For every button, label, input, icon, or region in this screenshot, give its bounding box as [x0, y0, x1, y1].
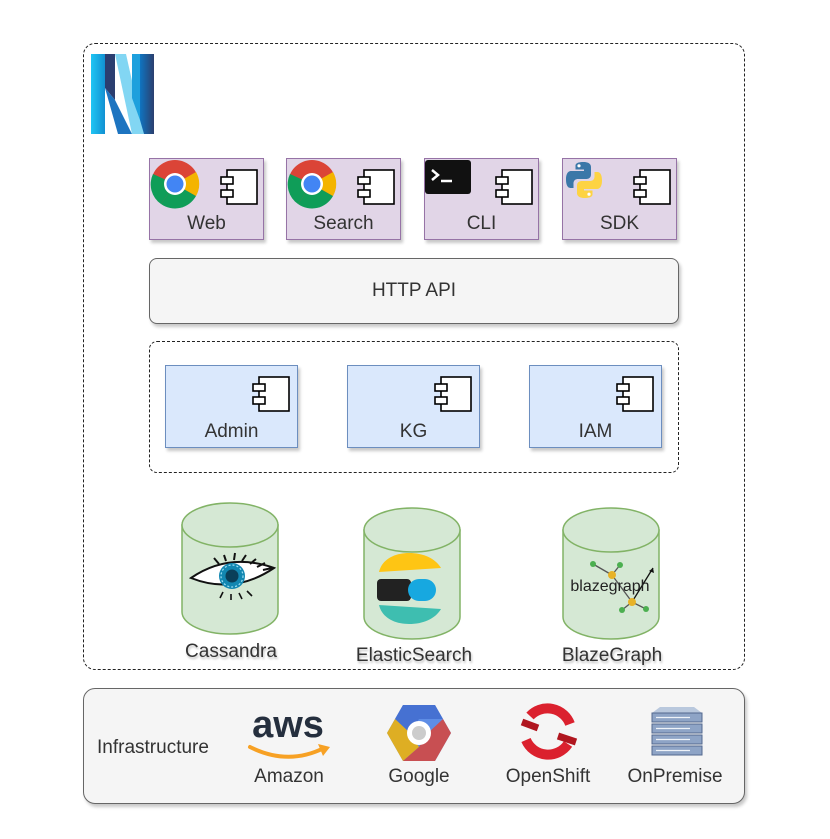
component-icon: [495, 169, 533, 205]
infrastructure-title: Infrastructure: [97, 737, 209, 758]
service-label: KG: [399, 421, 428, 442]
terminal-icon: [425, 160, 471, 194]
http-api-label: HTTP API: [371, 280, 457, 301]
system-boundary: [83, 43, 745, 670]
google-cloud-icon: [387, 705, 451, 761]
component-icon: [633, 169, 671, 205]
blazegraph-wordmark: blazegraph: [570, 578, 649, 595]
service-iam: IAM: [529, 365, 662, 448]
services-boundary: [149, 341, 679, 473]
client-label: SDK: [599, 213, 640, 234]
elasticsearch-icon: [377, 553, 441, 624]
service-label: IAM: [578, 421, 613, 442]
component-icon: [220, 169, 258, 205]
component-icon: [252, 376, 290, 412]
cassandra-eye-icon: [188, 552, 277, 600]
chrome-icon: [287, 160, 337, 209]
store-label: BlazeGraph: [561, 645, 663, 666]
http-api-layer: HTTP API: [149, 258, 679, 324]
provider-label: Google: [388, 766, 450, 787]
component-icon: [616, 376, 654, 412]
provider-label: OpenShift: [505, 766, 591, 787]
client-search: Search: [286, 158, 401, 240]
client-label: CLI: [466, 213, 497, 234]
service-admin: Admin: [165, 365, 298, 448]
blazegraph-icon: blazegraph: [570, 561, 654, 613]
python-icon: [566, 162, 602, 198]
nexus-logo-icon: [91, 54, 154, 134]
server-rack-icon: [651, 707, 703, 756]
component-icon: [357, 169, 395, 205]
client-label: Search: [313, 213, 374, 234]
service-kg: KG: [347, 365, 480, 448]
store-label: Cassandra: [185, 641, 277, 662]
client-sdk: SDK: [562, 158, 677, 240]
client-label: Web: [187, 213, 226, 234]
aws-wordmark: aws: [252, 704, 324, 746]
service-label: Admin: [204, 421, 259, 442]
store-label: ElasticSearch: [355, 645, 473, 666]
blazegraph-store: blazegraph: [562, 507, 660, 640]
provider-label: Amazon: [254, 766, 324, 787]
provider-label: OnPremise: [627, 766, 723, 787]
client-cli: CLI: [424, 158, 539, 240]
cassandra-store: [181, 502, 279, 635]
client-web: Web: [149, 158, 264, 240]
chrome-icon: [150, 160, 200, 209]
aws-icon: aws: [248, 704, 330, 759]
elasticsearch-store: [363, 507, 461, 640]
component-icon: [434, 376, 472, 412]
openshift-icon: [520, 703, 578, 760]
